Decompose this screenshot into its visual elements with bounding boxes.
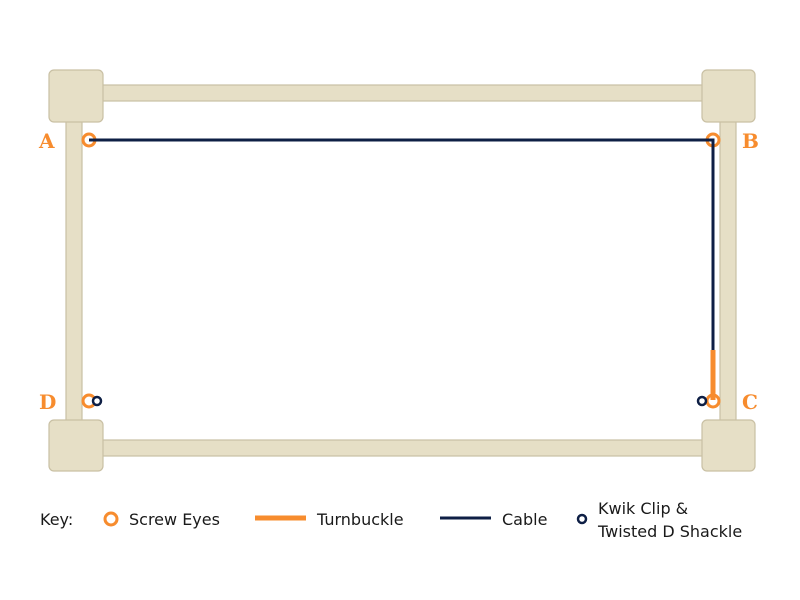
post-top-right (701, 69, 756, 123)
corner-label-a: A (38, 129, 55, 153)
bottom-rail (99, 439, 706, 457)
frame (48, 69, 756, 472)
legend-screw-eyes: Screw Eyes (129, 510, 220, 529)
screw-eyes (81, 132, 721, 409)
corner-label-c: C (742, 390, 758, 414)
corner-label-b: B (742, 129, 759, 153)
legend-clip-line1: Kwik Clip & (598, 499, 688, 518)
kwik-clip-c (696, 395, 708, 407)
screw-eye-legend-icon (103, 511, 119, 527)
right-post (719, 117, 737, 425)
cable (89, 138, 715, 352)
kwik-clip-legend-icon (576, 513, 588, 525)
post-top-left (48, 69, 104, 123)
legend: Key: Screw Eyes Turnbuckle Cable Kwik Cl… (40, 499, 742, 541)
legend-clip-line2: Twisted D Shackle (597, 522, 742, 541)
left-post (65, 117, 83, 425)
corner-label-d: D (39, 390, 56, 414)
legend-cable: Cable (502, 510, 547, 529)
post-bottom-left (48, 419, 104, 472)
legend-title: Key: (40, 510, 73, 529)
kwik-clip-d (91, 395, 103, 407)
legend-turnbuckle: Turnbuckle (316, 510, 404, 529)
top-rail (99, 84, 706, 102)
post-bottom-right (701, 419, 756, 472)
